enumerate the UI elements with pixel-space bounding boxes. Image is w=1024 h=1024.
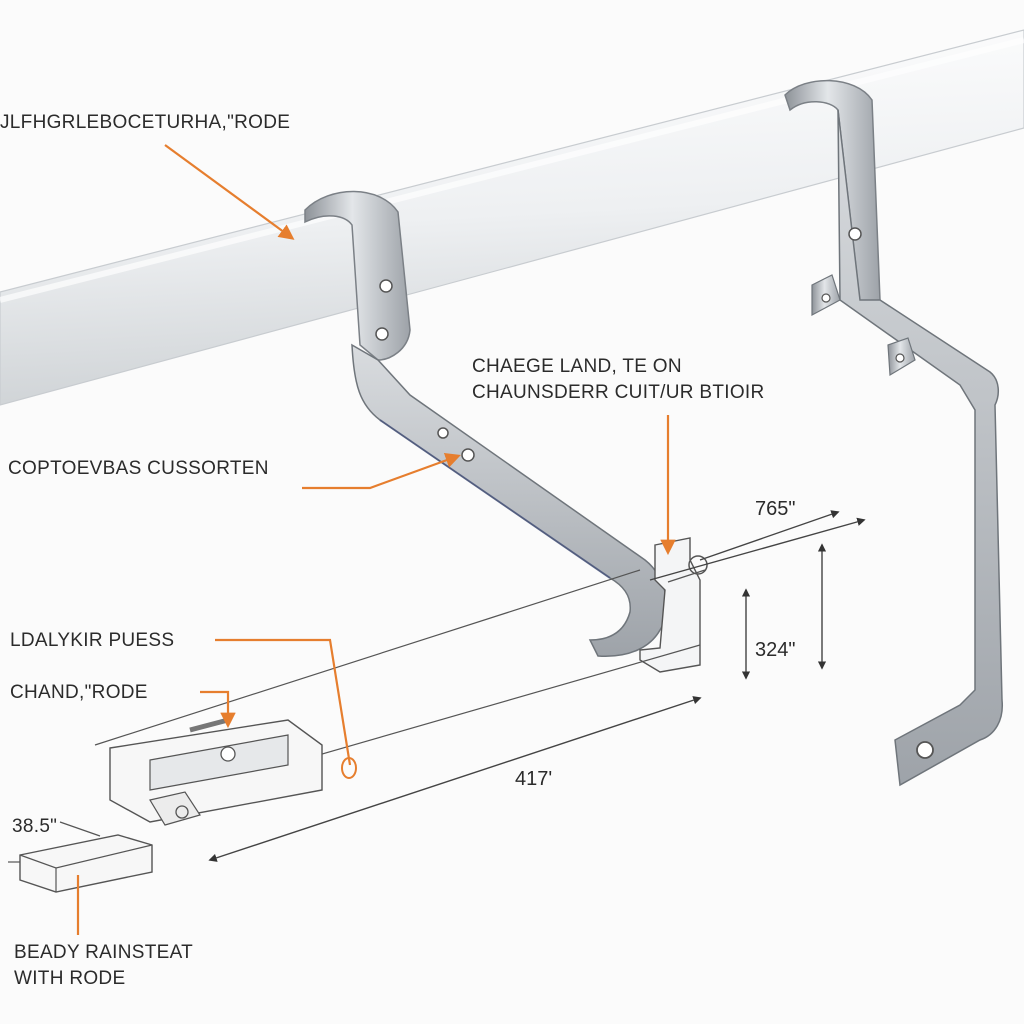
small-block [8, 821, 153, 893]
width-dimension-label: 765" [755, 498, 795, 520]
base-block [109, 717, 323, 826]
top-callout-label: JLFHGRLEBOCETURHA,"RODE [0, 112, 290, 133]
bottom-callout-line2: WITH RODE [14, 968, 125, 989]
dimension-lines [208, 543, 827, 862]
center-callout-line1: CHAEGE LAND, TE ON [472, 356, 682, 377]
bottom-callout-line1: BEADY RAINSTEAT [14, 942, 193, 963]
right-bracket [784, 79, 1003, 787]
left-callout-label: COPTOEVBAS CUSSORTEN [8, 458, 269, 479]
height-dimension-label: 324" [755, 639, 795, 661]
annotation-leaders [76, 144, 676, 935]
lower-callout-label-2: CHAND,"RODE [10, 682, 148, 703]
small-dimension-label: 38.5" [12, 816, 57, 837]
center-callout-line2: CHAUNSDERR CUIT/UR BTIOIR [472, 382, 765, 403]
length-dimension-label: 417' [515, 768, 552, 790]
lower-callout-label-1: LDALYKIR PUESS [10, 630, 174, 651]
pipe [0, 29, 1024, 406]
center-fitting [639, 537, 708, 673]
